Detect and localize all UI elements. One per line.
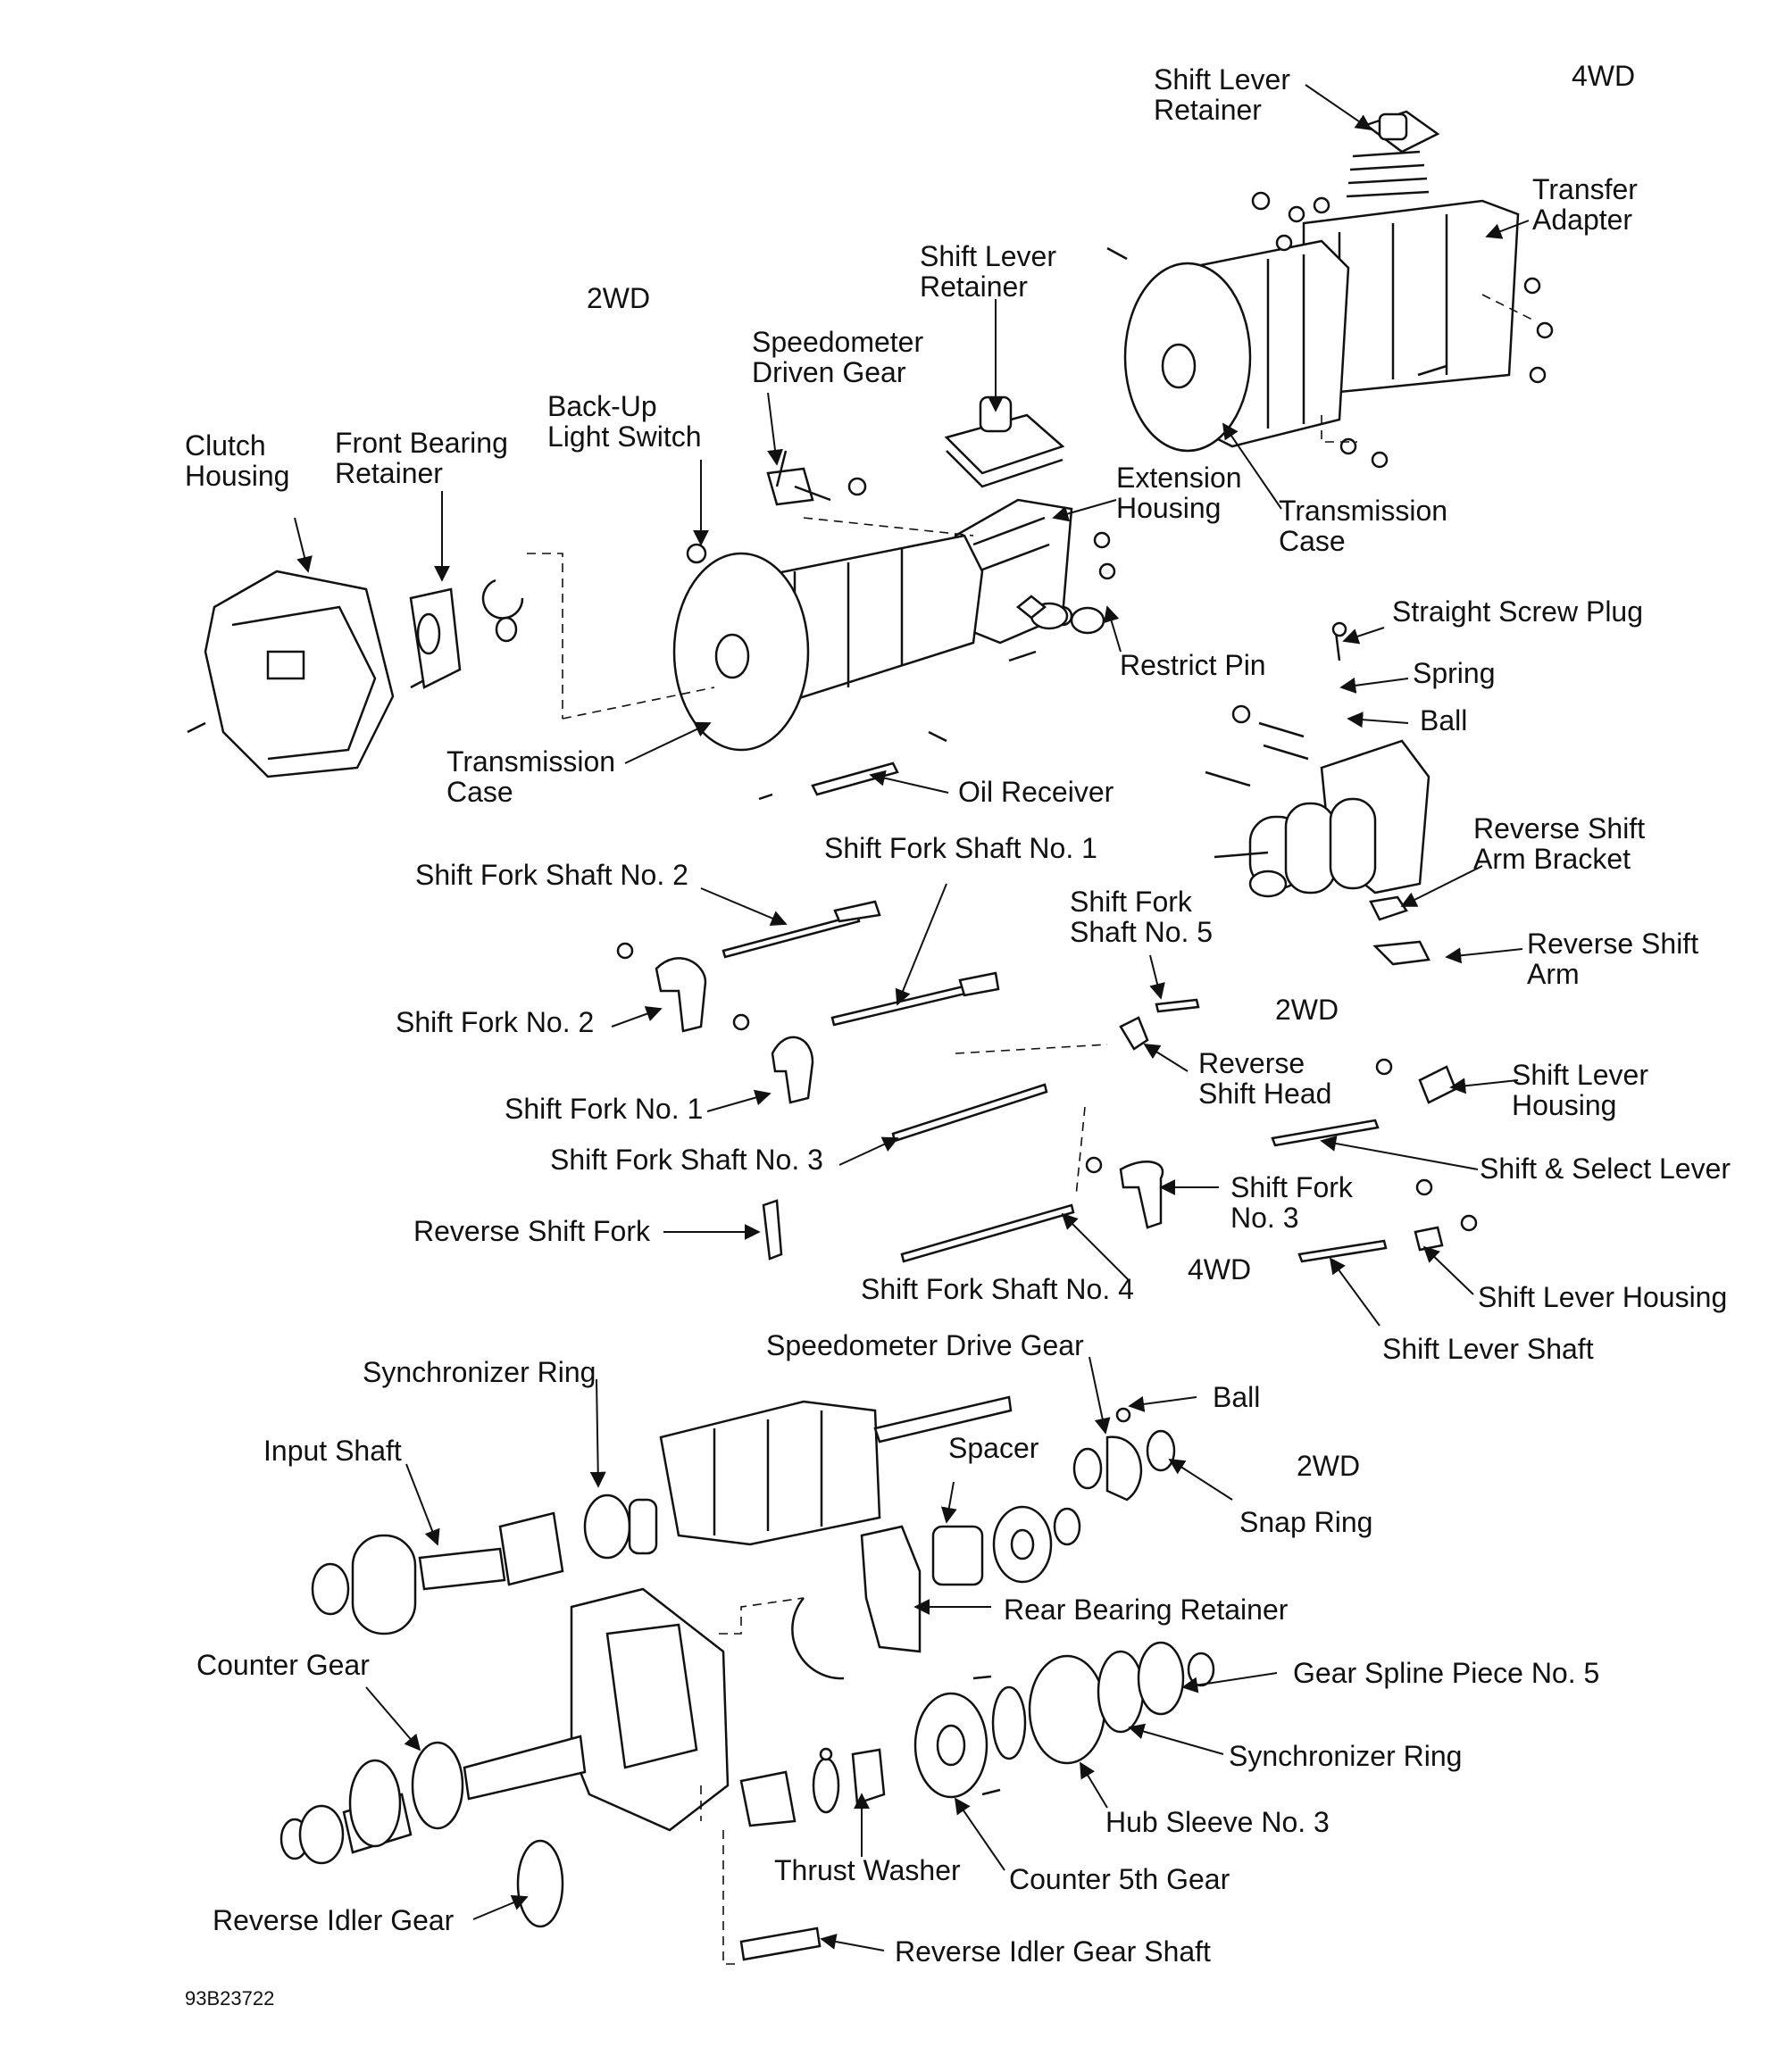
label-reverse-shift-fork: Reverse Shift Fork [413,1215,650,1247]
label-shift-fork-shaft-no3: Shift Fork Shaft No. 3 [550,1144,823,1176]
label-shift-fork-shaft-no4: Shift Fork Shaft No. 4 [861,1273,1134,1305]
label-reverse-shift-head: Reverse Shift Head [1198,1047,1332,1110]
counter-gear-assembly [279,1587,1215,1965]
label-transmission-case-4wd: Transmission Case [1279,495,1448,557]
label-shift-lever-shaft: Shift Lever Shaft [1382,1333,1594,1365]
label-shift-lever-housing-2wd: Shift Lever Housing [1512,1059,1648,1121]
label-gear-spline-piece-no5: Gear Spline Piece No. 5 [1293,1657,1600,1689]
label-ball-bottom: Ball [1213,1381,1261,1413]
label-reverse-shift-arm-bracket: Reverse Shift Arm Bracket [1473,812,1646,875]
label-spacer: Spacer [948,1432,1039,1464]
section-label-4wd-mid: 4WD [1188,1253,1252,1286]
label-reverse-shift-arm: Reverse Shift Arm [1527,928,1699,990]
label-synchronizer-ring-bottom: Synchronizer Ring [1229,1740,1463,1772]
label-restrict-pin: Restrict Pin [1120,649,1266,681]
label-shift-lever-retainer-4wd: Shift Lever Retainer [1154,63,1290,126]
leader-lines [294,84,1530,1951]
label-synchronizer-ring-top: Synchronizer Ring [363,1356,596,1388]
figure-code: 93B23722 [185,1987,275,2010]
label-counter-5th-gear: Counter 5th Gear [1009,1863,1230,1895]
label-speedometer-driven-gear: Speedometer Driven Gear [752,326,924,388]
label-oil-receiver: Oil Receiver [958,776,1114,808]
section-label-2wd-mid: 2WD [1275,994,1339,1026]
label-hub-sleeve-no3: Hub Sleeve No. 3 [1105,1806,1330,1838]
label-extension-housing: Extension Housing [1116,462,1242,524]
label-clutch-housing: Clutch Housing [185,429,290,492]
label-transmission-case-2wd: Transmission Case [446,745,616,808]
shift-forks-and-shafts [616,900,1478,1263]
label-speedometer-drive-gear: Speedometer Drive Gear [766,1329,1084,1361]
label-shift-fork-no1: Shift Fork No. 1 [505,1093,704,1125]
label-straight-screw-plug: Straight Screw Plug [1392,595,1644,628]
label-shift-lever-housing-4wd: Shift Lever Housing [1478,1281,1728,1313]
label-shift-lever-retainer-2wd: Shift Lever Retainer [920,240,1056,303]
label-ball-top: Ball [1420,704,1468,736]
section-label-2wd-top: 2WD [587,282,651,314]
label-front-bearing-retainer: Front Bearing Retainer [335,427,508,489]
section-label-4wd-top: 4WD [1572,60,1636,92]
oil-receiver-part [758,761,899,801]
label-shift-select-lever: Shift & Select Lever [1480,1152,1731,1185]
label-reverse-idler-gear-shaft: Reverse Idler Gear Shaft [895,1935,1211,1968]
transmission-4wd-assembly [1106,110,1554,469]
section-label-2wd-bottom: 2WD [1297,1450,1361,1482]
transmission-2wd-assembly [672,498,1116,752]
label-spring: Spring [1413,657,1496,689]
label-back-up-light-switch: Back-Up Light Switch [547,390,702,453]
label-rear-bearing-retainer: Rear Bearing Retainer [1004,1594,1289,1626]
label-shift-fork-shaft-no5: Shift Fork Shaft No. 5 [1070,886,1214,948]
label-transfer-adapter: Transfer Adapter [1532,173,1638,236]
label-shift-fork-no2: Shift Fork No. 2 [396,1006,595,1038]
transmission-2wd-top-parts [686,395,1065,564]
label-snap-ring: Snap Ring [1239,1506,1373,1538]
label-shift-fork-shaft-no1: Shift Fork Shaft No. 1 [824,832,1097,864]
label-counter-gear: Counter Gear [196,1649,370,1681]
label-thrust-washer: Thrust Washer [774,1854,961,1886]
label-shift-fork-no3: Shift Fork No. 3 [1230,1171,1353,1234]
gear-cluster-part [1205,621,1431,966]
clutch-housing-parts [187,553,715,778]
input-shaft-and-gears [311,1395,1176,1680]
label-input-shaft: Input Shaft [263,1435,402,1467]
label-shift-fork-shaft-no2: Shift Fork Shaft No. 2 [415,859,688,891]
label-reverse-idler-gear: Reverse Idler Gear [213,1904,455,1936]
